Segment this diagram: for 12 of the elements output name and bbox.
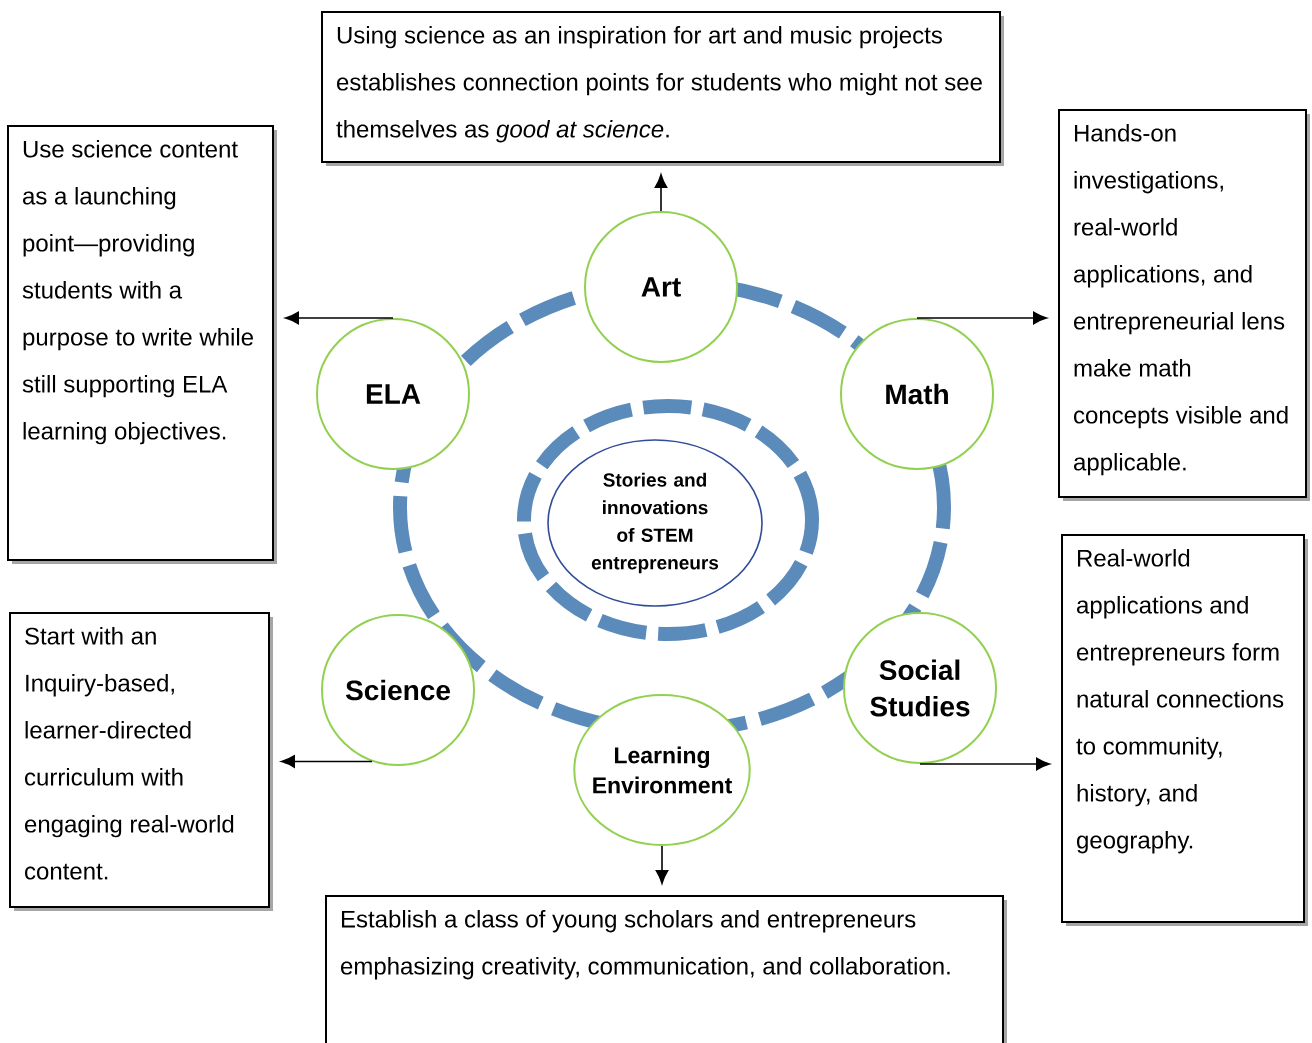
text-box: Hands-on investigations, real-world applications, and entrepreneurial lens make math concepts visible and applicable.: [1058, 109, 1310, 501]
text-box: Real-world applications and entrepreneurs form natural connections to community, history, and geography.: [1061, 534, 1308, 926]
arrow: [919, 757, 1050, 771]
text-box: Use science content as a launching point—providing students with a purpose to write while still supporting ELA learning objectives.: [7, 125, 277, 564]
arrow: [655, 845, 669, 884]
text-box: Start with an Inquiry-based, learner-directed curriculum with engaging real-world content.: [9, 612, 273, 911]
text-box: Establish a class of young scholars and entrepreneurs emphasizing creativity, communication, and collaboration.: [325, 895, 1007, 1043]
arrow: [281, 755, 373, 768]
arrow: [654, 174, 668, 212]
arrow: [916, 311, 1047, 325]
text-box: Using science as an inspiration for art and music projects establishes connection points for students who might not see themselves as good at science.: [321, 11, 1004, 166]
arrow: [285, 311, 394, 325]
